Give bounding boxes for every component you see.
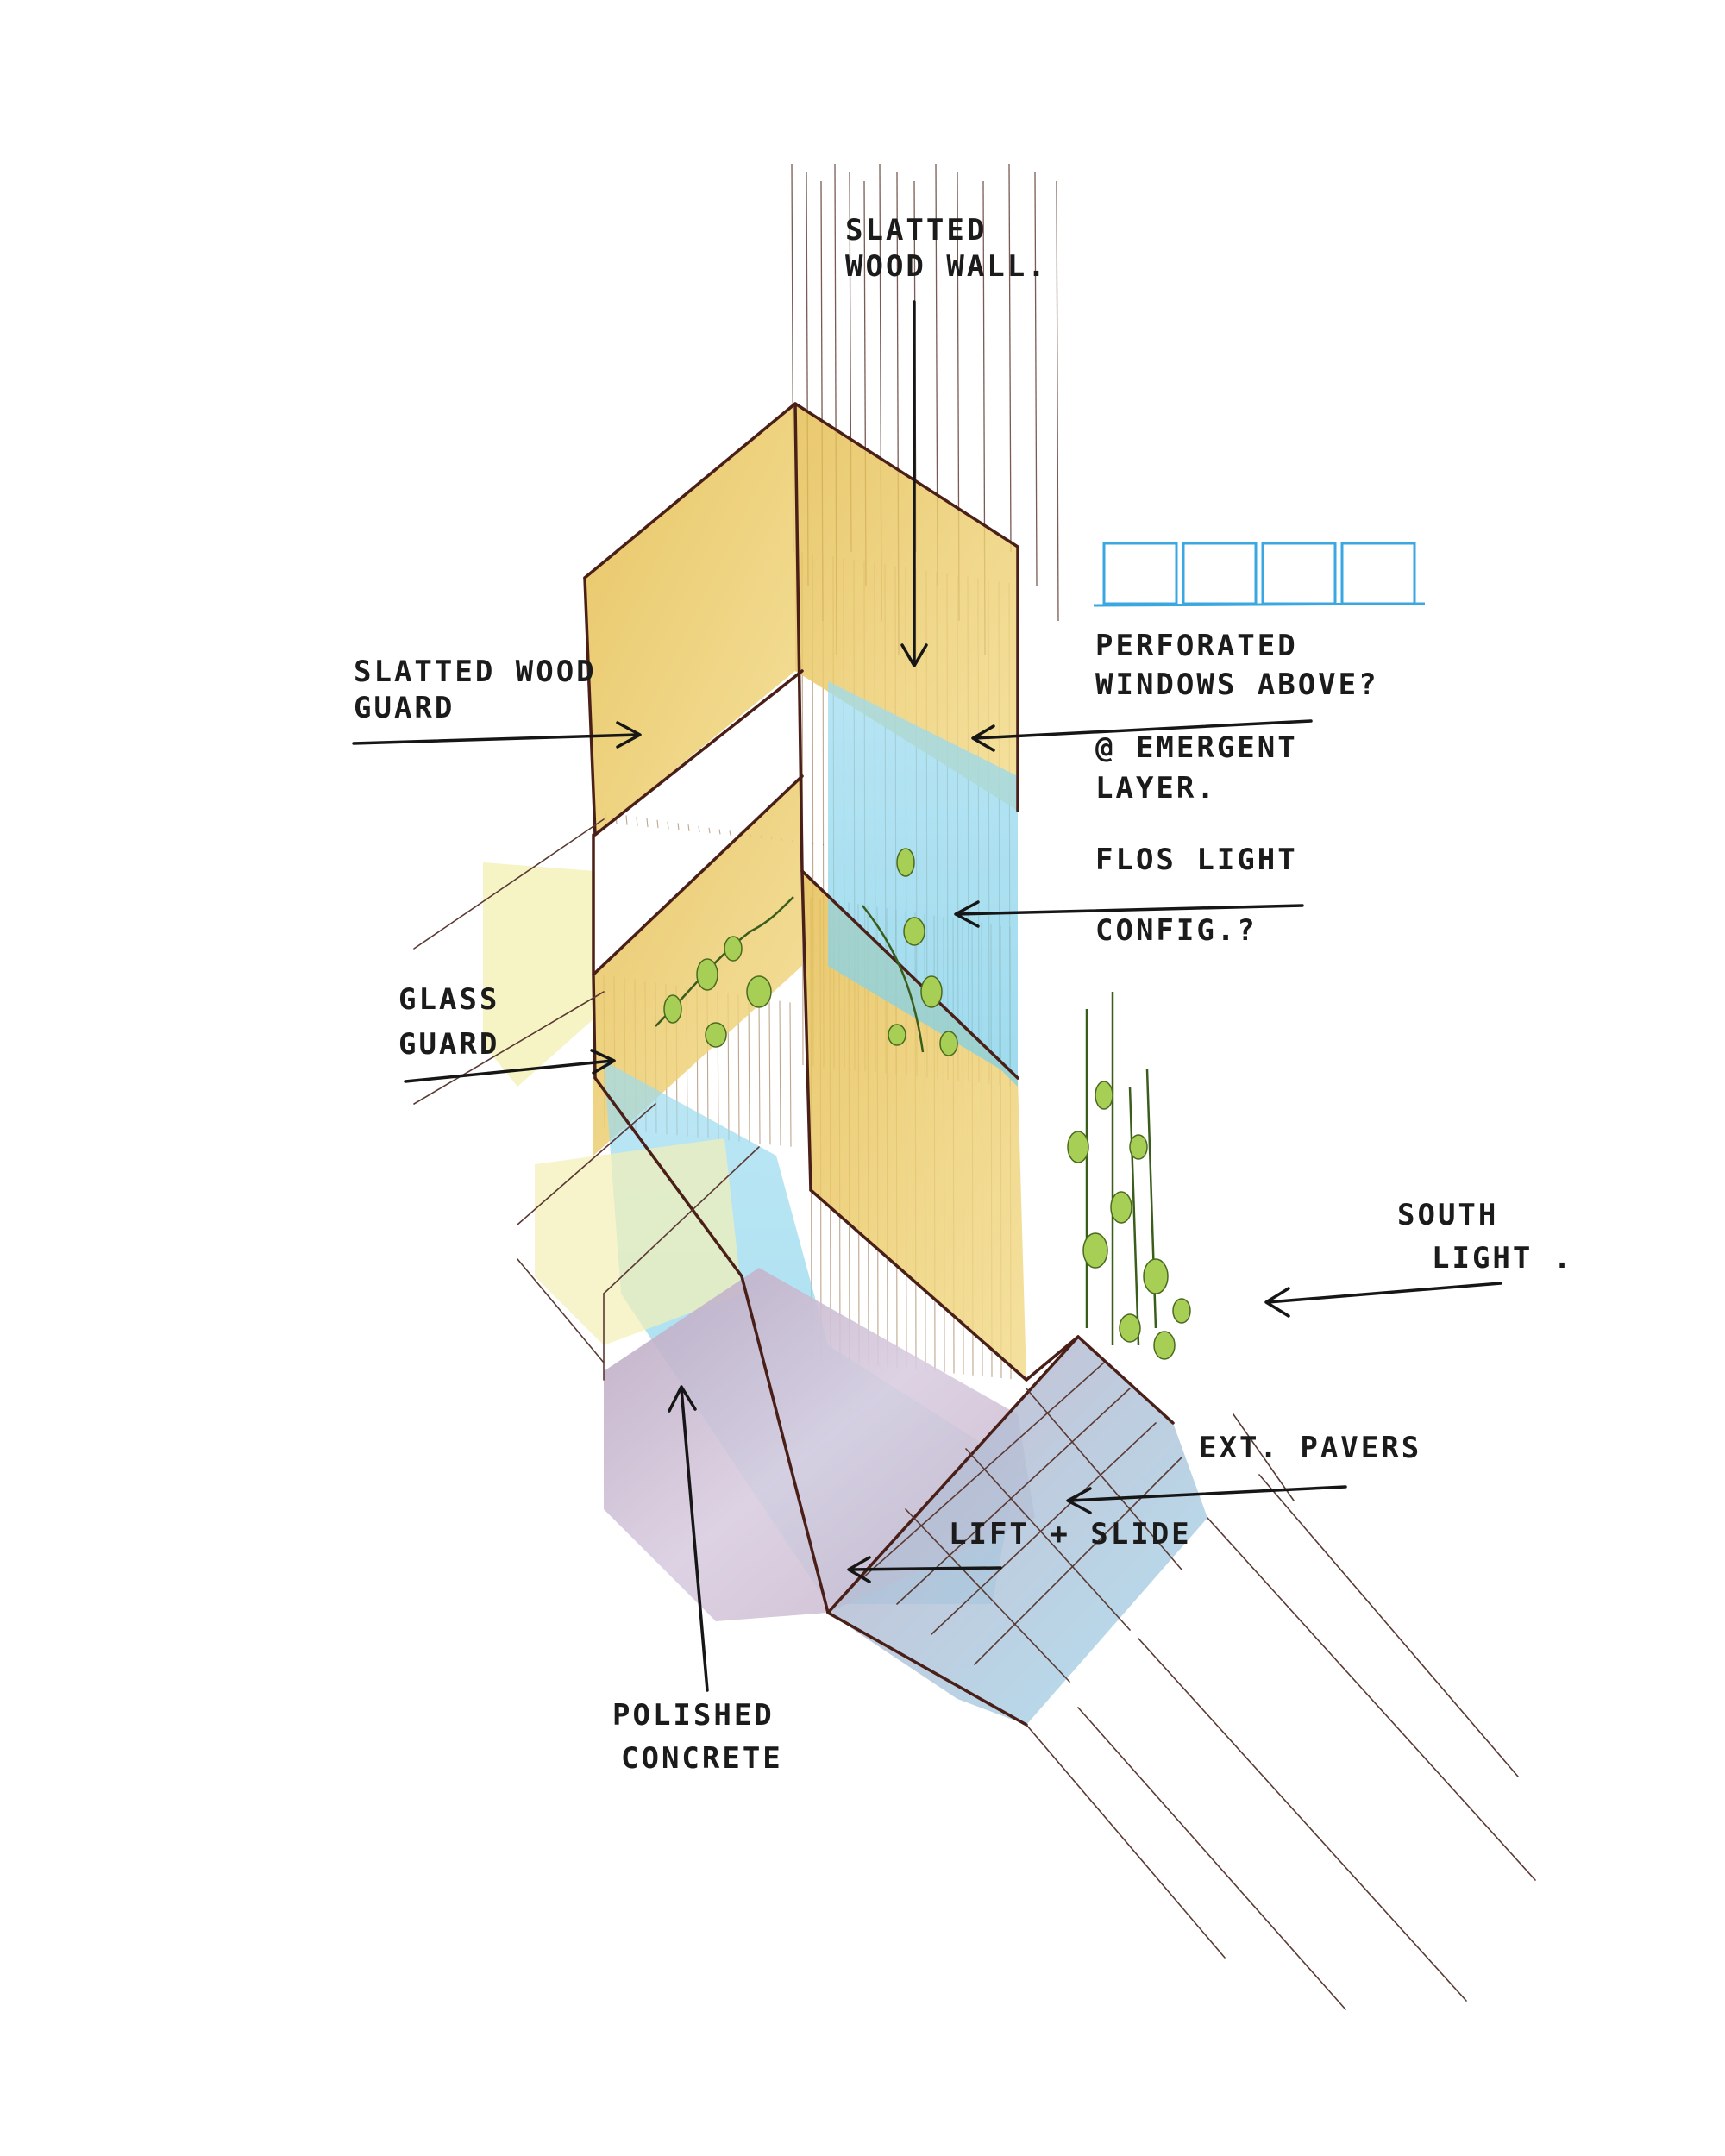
pavers-grid [862, 1362, 1536, 2010]
glass-panel-right [828, 681, 1018, 1087]
wood-slat-line [779, 1000, 781, 1146]
label-flos-light-1: FLOS LIGHT [1095, 843, 1298, 877]
leader-arrows [352, 300, 1502, 1692]
wood-slat-line [789, 1002, 792, 1147]
wood-wall-lower [802, 871, 1026, 1380]
projection-line [1034, 172, 1038, 587]
wood-slat-line [656, 819, 659, 829]
wood-slat-line [646, 818, 649, 828]
label-glass-guard-2: GUARD [398, 1027, 499, 1062]
label-glass-guard-1: GLASS [398, 982, 499, 1017]
yellow-glass-left [483, 862, 595, 1087]
label-south-light-2: LIGHT . [1432, 1241, 1573, 1275]
wood-slat-line [729, 830, 731, 836]
wood-slat-line [758, 997, 761, 1144]
exterior-pavers [828, 1337, 1208, 1725]
base-lines [413, 818, 760, 1381]
projection-line [1056, 180, 1059, 622]
projection-line [1008, 163, 1012, 553]
wood-guard-top [585, 404, 795, 835]
label-perforated-windows-4: LAYER. [1095, 771, 1217, 805]
wood-slat-line [718, 829, 721, 835]
ink-outlines [583, 402, 1175, 1727]
wood-slat-line [687, 824, 690, 831]
label-south-light-1: SOUTH [1397, 1198, 1498, 1232]
label-flos-light-2: CONFIG.? [1095, 913, 1258, 948]
label-slatted-wood-wall-2: WOOD WALL. [845, 249, 1048, 284]
yellow-glass-lower [535, 1138, 742, 1345]
wood-slat-line [748, 996, 750, 1143]
label-slatted-wood-wall-1: SLATTED [845, 213, 987, 248]
label-perforated-windows-3: @ EMERGENT [1095, 730, 1298, 765]
label-ext-pavers: EXT. PAVERS [1199, 1431, 1421, 1465]
wood-wall-upper [795, 404, 1018, 811]
label-polished-concrete-2: CONCRETE [621, 1741, 783, 1776]
wood-slat-line [768, 999, 771, 1145]
label-slatted-wood-guard-2: GUARD [354, 691, 455, 725]
label-perforated-windows-2: WINDOWS ABOVE? [1095, 667, 1379, 702]
wood-slat-line [708, 827, 711, 834]
label-lift-slide: LIFT + SLIDE [949, 1517, 1192, 1551]
label-polished-concrete-1: POLISHED [612, 1698, 775, 1733]
label-slatted-wood-guard-1: SLATTED WOOD [354, 655, 597, 689]
wood-slat-line [677, 823, 680, 830]
annotations: SLATTED WOOD WALL. SLATTED WOOD GUARD PE… [354, 213, 1573, 1776]
wood-slat-line [625, 815, 628, 825]
label-perforated-windows-1: PERFORATED [1095, 629, 1298, 663]
wood-guard-mid [593, 776, 802, 1156]
window-sketch [1093, 542, 1426, 607]
plants [655, 848, 1191, 1360]
